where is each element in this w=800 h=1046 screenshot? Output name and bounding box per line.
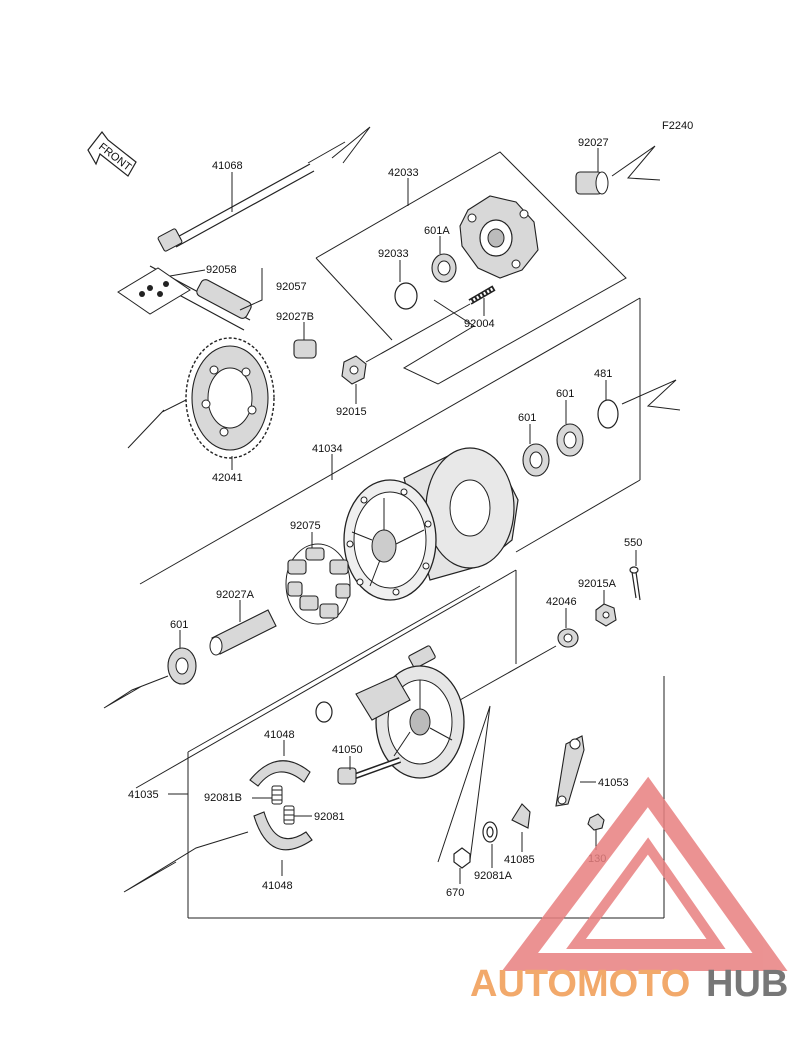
spring-92081a — [482, 821, 498, 843]
label-550: 550 — [624, 537, 642, 549]
circlip-92033 — [394, 282, 418, 310]
brake-shoe-bottom — [253, 811, 313, 851]
master-link-92058 — [117, 267, 191, 315]
label-92027: 92027 — [578, 137, 609, 149]
label-601-mid: 601 — [518, 412, 536, 424]
label-92081: 92081 — [314, 811, 345, 823]
label-41035: 41035 — [128, 789, 159, 801]
label-92027a: 92027A — [216, 589, 255, 601]
label-41085: 41085 — [504, 854, 535, 866]
watermark-logo — [501, 776, 788, 971]
brake-lever-41053 — [555, 735, 585, 807]
spring-92081b — [271, 785, 283, 805]
bolt — [408, 645, 436, 669]
watermark-text-part1: AUTOMOTO — [470, 963, 690, 1005]
label-42033: 42033 — [388, 167, 419, 179]
label-92057: 92057 — [276, 281, 307, 293]
bolt-130 — [587, 813, 605, 831]
wheel-hub — [343, 447, 519, 601]
figure-code: F2240 — [662, 120, 693, 132]
brake-panel — [355, 665, 465, 779]
cam-41050 — [337, 757, 402, 785]
collar-42046 — [557, 628, 579, 648]
label-92004: 92004 — [464, 318, 495, 330]
label-601a: 601A — [424, 225, 450, 237]
label-92081b: 92081B — [204, 792, 242, 804]
label-670: 670 — [446, 887, 464, 899]
cotter-pin-550 — [629, 566, 641, 601]
label-41068: 41068 — [212, 160, 243, 172]
label-92081a: 92081A — [474, 870, 513, 882]
nut-92015a — [595, 603, 617, 627]
label-481: 481 — [594, 368, 612, 380]
circlip-481 — [597, 399, 619, 429]
front-arrow-icon: FRONT — [87, 131, 137, 177]
indicator-41085 — [511, 803, 531, 829]
collar-92027 — [575, 171, 609, 195]
collar-92027b — [293, 339, 317, 359]
label-601-top: 601 — [556, 388, 574, 400]
label-92015: 92015 — [336, 406, 367, 418]
label-92027b: 92027B — [276, 311, 314, 323]
bearing-601-top — [556, 423, 584, 457]
label-92058: 92058 — [206, 264, 237, 276]
label-92015a: 92015A — [578, 578, 617, 590]
label-601-left: 601 — [170, 619, 188, 631]
watermark-text-part2: HUB — [706, 963, 788, 1005]
label-41050: 41050 — [332, 744, 363, 756]
label-42041: 42041 — [212, 472, 243, 484]
label-41048-bottom: 41048 — [262, 880, 293, 892]
label-41034: 41034 — [312, 443, 343, 455]
bearing-601-mid — [522, 443, 550, 477]
spring-92081 — [283, 805, 295, 825]
stud-92004 — [468, 285, 496, 305]
axle — [157, 126, 371, 252]
label-41048-top: 41048 — [264, 729, 295, 741]
damper-92075 — [285, 543, 351, 625]
brake-shoe-top — [249, 760, 311, 787]
washer-670 — [453, 847, 471, 869]
label-92075: 92075 — [290, 520, 321, 532]
nut-92015 — [341, 355, 367, 385]
sprocket-42041 — [185, 337, 275, 459]
seal-ring — [315, 701, 333, 723]
sleeve-92027a — [209, 609, 277, 656]
label-41053: 41053 — [598, 777, 629, 789]
label-92033: 92033 — [378, 248, 409, 260]
label-42046: 42046 — [546, 596, 577, 608]
bearing-601-left — [167, 647, 197, 685]
bearing-601a — [431, 253, 457, 283]
hub-coupling — [459, 195, 539, 279]
